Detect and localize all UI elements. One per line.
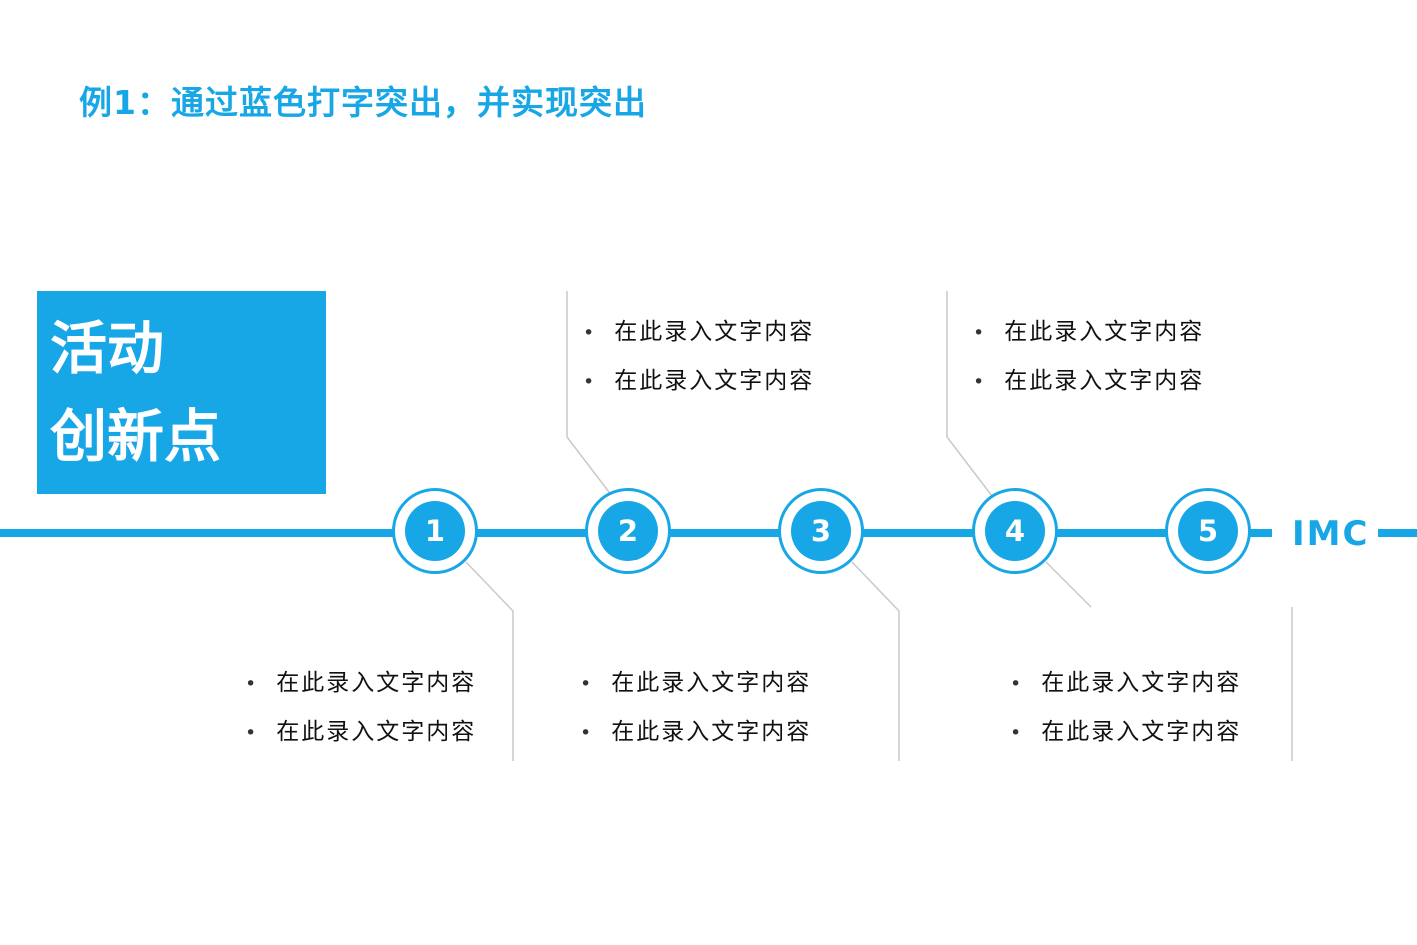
timeline-node-1: 1 [392,488,478,574]
bullet-icon: • [583,322,595,344]
bullet-list-below-node3: • 在此录入文字内容 • 在此录入文字内容 [580,663,811,761]
bullet-icon: • [583,371,595,393]
timeline-node-4: 4 [972,488,1058,574]
connector-below-node3 [851,561,900,761]
list-item: • 在此录入文字内容 [973,361,1204,394]
timeline-node-3: 3 [778,488,864,574]
brand-label: IMC [1292,514,1370,554]
headline-line1: 活动 [50,316,164,382]
headline-line2: 创新点 [50,404,221,471]
list-item-text: 在此录入文字内容 [276,719,477,745]
list-item: • 在此录入文字内容 [583,361,814,394]
list-item: • 在此录入文字内容 [583,312,814,345]
timeline-node-5: 5 [1165,488,1251,574]
list-item-text: 在此录入文字内容 [1004,319,1205,345]
bullet-icon: • [973,322,985,344]
timeline-node-1-number: 1 [405,501,465,561]
list-item-text: 在此录入文字内容 [611,719,812,745]
list-item: • 在此录入文字内容 [245,712,476,745]
bullet-icon: • [1010,673,1022,695]
list-item: • 在此录入文字内容 [245,663,476,696]
bullet-icon: • [1010,722,1022,744]
bullet-list-below-node4: • 在此录入文字内容 • 在此录入文字内容 [1010,663,1241,761]
connector-below-node4-diagonal [1045,561,1092,608]
timeline-node-2: 2 [585,488,671,574]
list-item: • 在此录入文字内容 [973,312,1204,345]
bullet-list-above-node4: • 在此录入文字内容 • 在此录入文字内容 [973,312,1204,410]
list-item-text: 在此录入文字内容 [614,368,815,394]
connector-below-node1 [465,561,514,761]
bullet-icon: • [245,722,257,744]
connector-above-node4 [946,291,993,497]
list-item: • 在此录入文字内容 [1010,663,1241,696]
slide-title: 例1：通过蓝色打字突出，并实现突出 [79,83,647,122]
list-item-text: 在此录入文字内容 [1004,368,1205,394]
connector-above-node2 [566,291,613,497]
bullet-icon: • [580,673,592,695]
list-item: • 在此录入文字内容 [1010,712,1241,745]
timeline-node-2-number: 2 [598,501,658,561]
list-item-text: 在此录入文字内容 [614,319,815,345]
list-item-text: 在此录入文字内容 [1041,719,1242,745]
timeline-node-3-number: 3 [791,501,851,561]
bullet-list-above-node2: • 在此录入文字内容 • 在此录入文字内容 [583,312,814,410]
timeline-node-5-number: 5 [1178,501,1238,561]
bullet-list-below-node1: • 在此录入文字内容 • 在此录入文字内容 [245,663,476,761]
headline-box: 活动 创新点 [37,291,326,494]
timeline-node-4-number: 4 [985,501,1045,561]
list-item-text: 在此录入文字内容 [1041,670,1242,696]
list-item-text: 在此录入文字内容 [276,670,477,696]
bullet-icon: • [245,673,257,695]
bullet-icon: • [973,371,985,393]
list-item: • 在此录入文字内容 [580,663,811,696]
list-item-text: 在此录入文字内容 [611,670,812,696]
timeline-line-right-dash [1378,529,1417,537]
bullet-icon: • [580,722,592,744]
list-item: • 在此录入文字内容 [580,712,811,745]
